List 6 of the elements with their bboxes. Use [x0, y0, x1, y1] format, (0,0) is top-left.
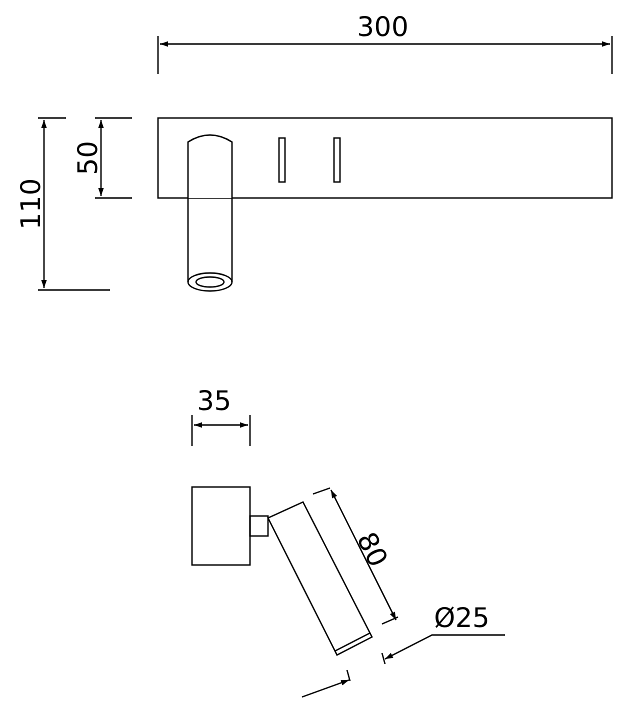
dimension-label: 50: [75, 140, 104, 176]
dimension-label: 110: [18, 178, 46, 230]
dimension-label: 300: [357, 14, 409, 42]
dimension-label: Ø25: [434, 605, 490, 633]
dimension-label: 35: [197, 388, 232, 416]
dimension-label: 80: [351, 528, 392, 572]
